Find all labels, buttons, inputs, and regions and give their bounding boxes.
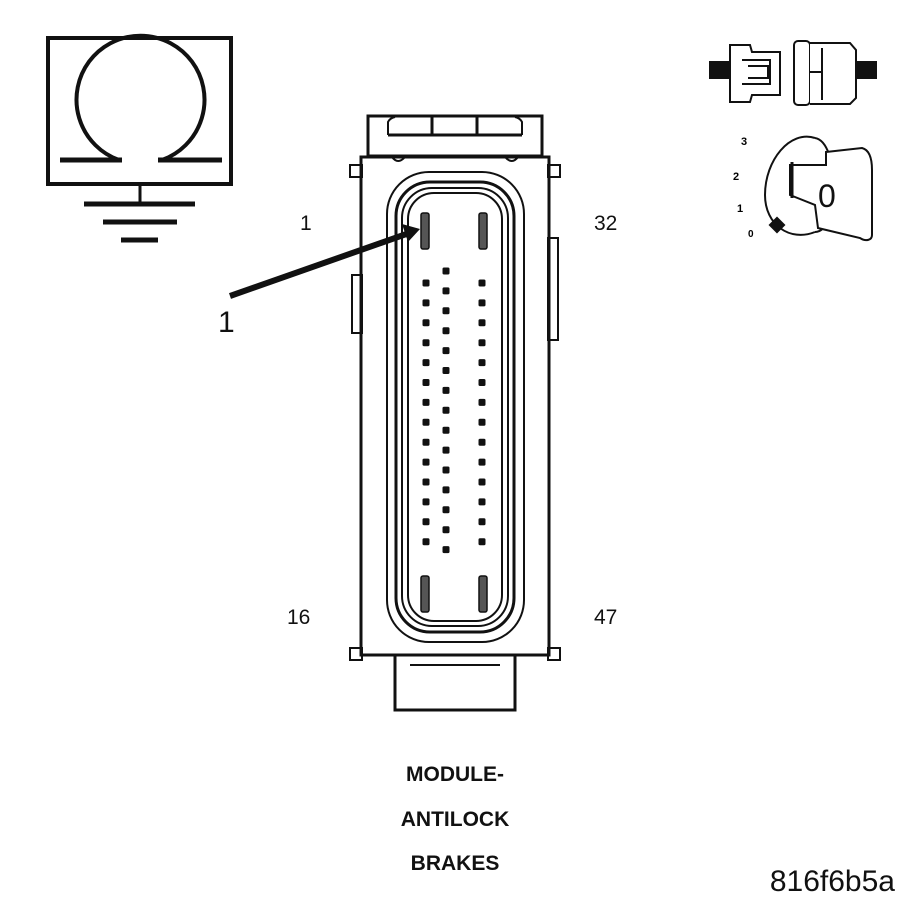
blade-terminals xyxy=(420,212,488,613)
pin-cavity-middle xyxy=(442,267,450,275)
pin-cavity-middle xyxy=(442,367,450,374)
pin-cavity-right xyxy=(478,279,486,287)
pin-cavity-left xyxy=(422,538,430,546)
pin-cavity-middle xyxy=(442,486,450,494)
pin-cavity-middle xyxy=(442,406,450,414)
pin-cavity-right xyxy=(478,418,486,426)
pin-cavity-middle xyxy=(442,526,450,534)
pin-cavity-right xyxy=(478,339,486,347)
pin-cavity-middle xyxy=(442,347,450,355)
pin-cavity-middle xyxy=(442,426,450,434)
blade-terminal-47 xyxy=(478,575,488,613)
pin-cavity-middle xyxy=(442,446,450,454)
figure-id: 816f6b5a xyxy=(769,865,895,898)
pin-cavity-left xyxy=(422,478,430,486)
connector-name-line-2: ANTILOCK xyxy=(400,808,510,831)
pin-cavity-right xyxy=(478,478,486,486)
pin-cavity-left xyxy=(422,518,430,526)
callout-arrow xyxy=(229,224,420,299)
ignition-position-3: 3 xyxy=(741,136,748,148)
pin-label-bottom-left: 16 xyxy=(287,606,311,629)
pin-cavity-middle xyxy=(442,307,450,315)
ignition-key-off-icon xyxy=(763,135,873,242)
pin-cavity-right xyxy=(478,538,486,546)
callout-label: 1 xyxy=(218,306,235,339)
pin-cavity-right xyxy=(478,359,486,367)
pin-cavity-right xyxy=(478,518,486,526)
pin-label-bottom-right: 47 xyxy=(594,606,618,629)
pin-label-top-right: 32 xyxy=(594,212,618,235)
ignition-position-0: 0 xyxy=(748,229,754,240)
pin-cavity-right xyxy=(478,398,486,406)
ohmmeter-ground-icon xyxy=(46,33,233,243)
pin-cavity-left xyxy=(422,359,430,367)
blade-terminal-32 xyxy=(478,212,488,250)
pin-cavity-left xyxy=(422,418,430,426)
pin-cavity-left xyxy=(422,398,430,406)
pin-cavity-middle xyxy=(442,506,450,514)
pin-cavity-right xyxy=(478,319,486,327)
pin-cavity-right xyxy=(478,299,486,307)
pin-cavity-left xyxy=(422,339,430,347)
pin-cavity-middle xyxy=(442,546,450,554)
ignition-key-label: 0 xyxy=(818,178,836,214)
pin-cavity-middle xyxy=(442,466,450,474)
pin-cavity-right xyxy=(478,438,486,446)
pin-cavity-middle xyxy=(442,287,450,295)
connector-body xyxy=(349,114,561,712)
ignition-position-2: 2 xyxy=(733,171,740,183)
pin-cavity-left xyxy=(422,498,430,506)
pin-cavity-middle xyxy=(442,386,450,394)
pin-cavity-middle xyxy=(442,327,450,335)
pin-cavity-left xyxy=(422,458,430,466)
pin-cavity-right xyxy=(478,379,486,386)
connector-name-line-1: MODULE- xyxy=(406,763,504,786)
pin-label-top-left: 1 xyxy=(300,212,312,235)
blade-terminal-16 xyxy=(420,575,430,613)
pin-cavity-left xyxy=(422,279,430,287)
pin-cavity-left xyxy=(422,319,430,327)
blade-terminal-1 xyxy=(420,212,430,250)
pin-cavity-right xyxy=(478,498,486,506)
pin-cavity-left xyxy=(422,299,430,307)
pin-cavity-left xyxy=(422,438,430,446)
pin-cavity-left xyxy=(422,379,430,386)
ignition-position-1: 1 xyxy=(737,203,744,215)
pin-grid xyxy=(422,267,486,554)
connector-name-line-3: BRAKES xyxy=(410,852,500,875)
pin-cavity-right xyxy=(478,458,486,466)
disconnect-connector-icon xyxy=(709,40,877,106)
